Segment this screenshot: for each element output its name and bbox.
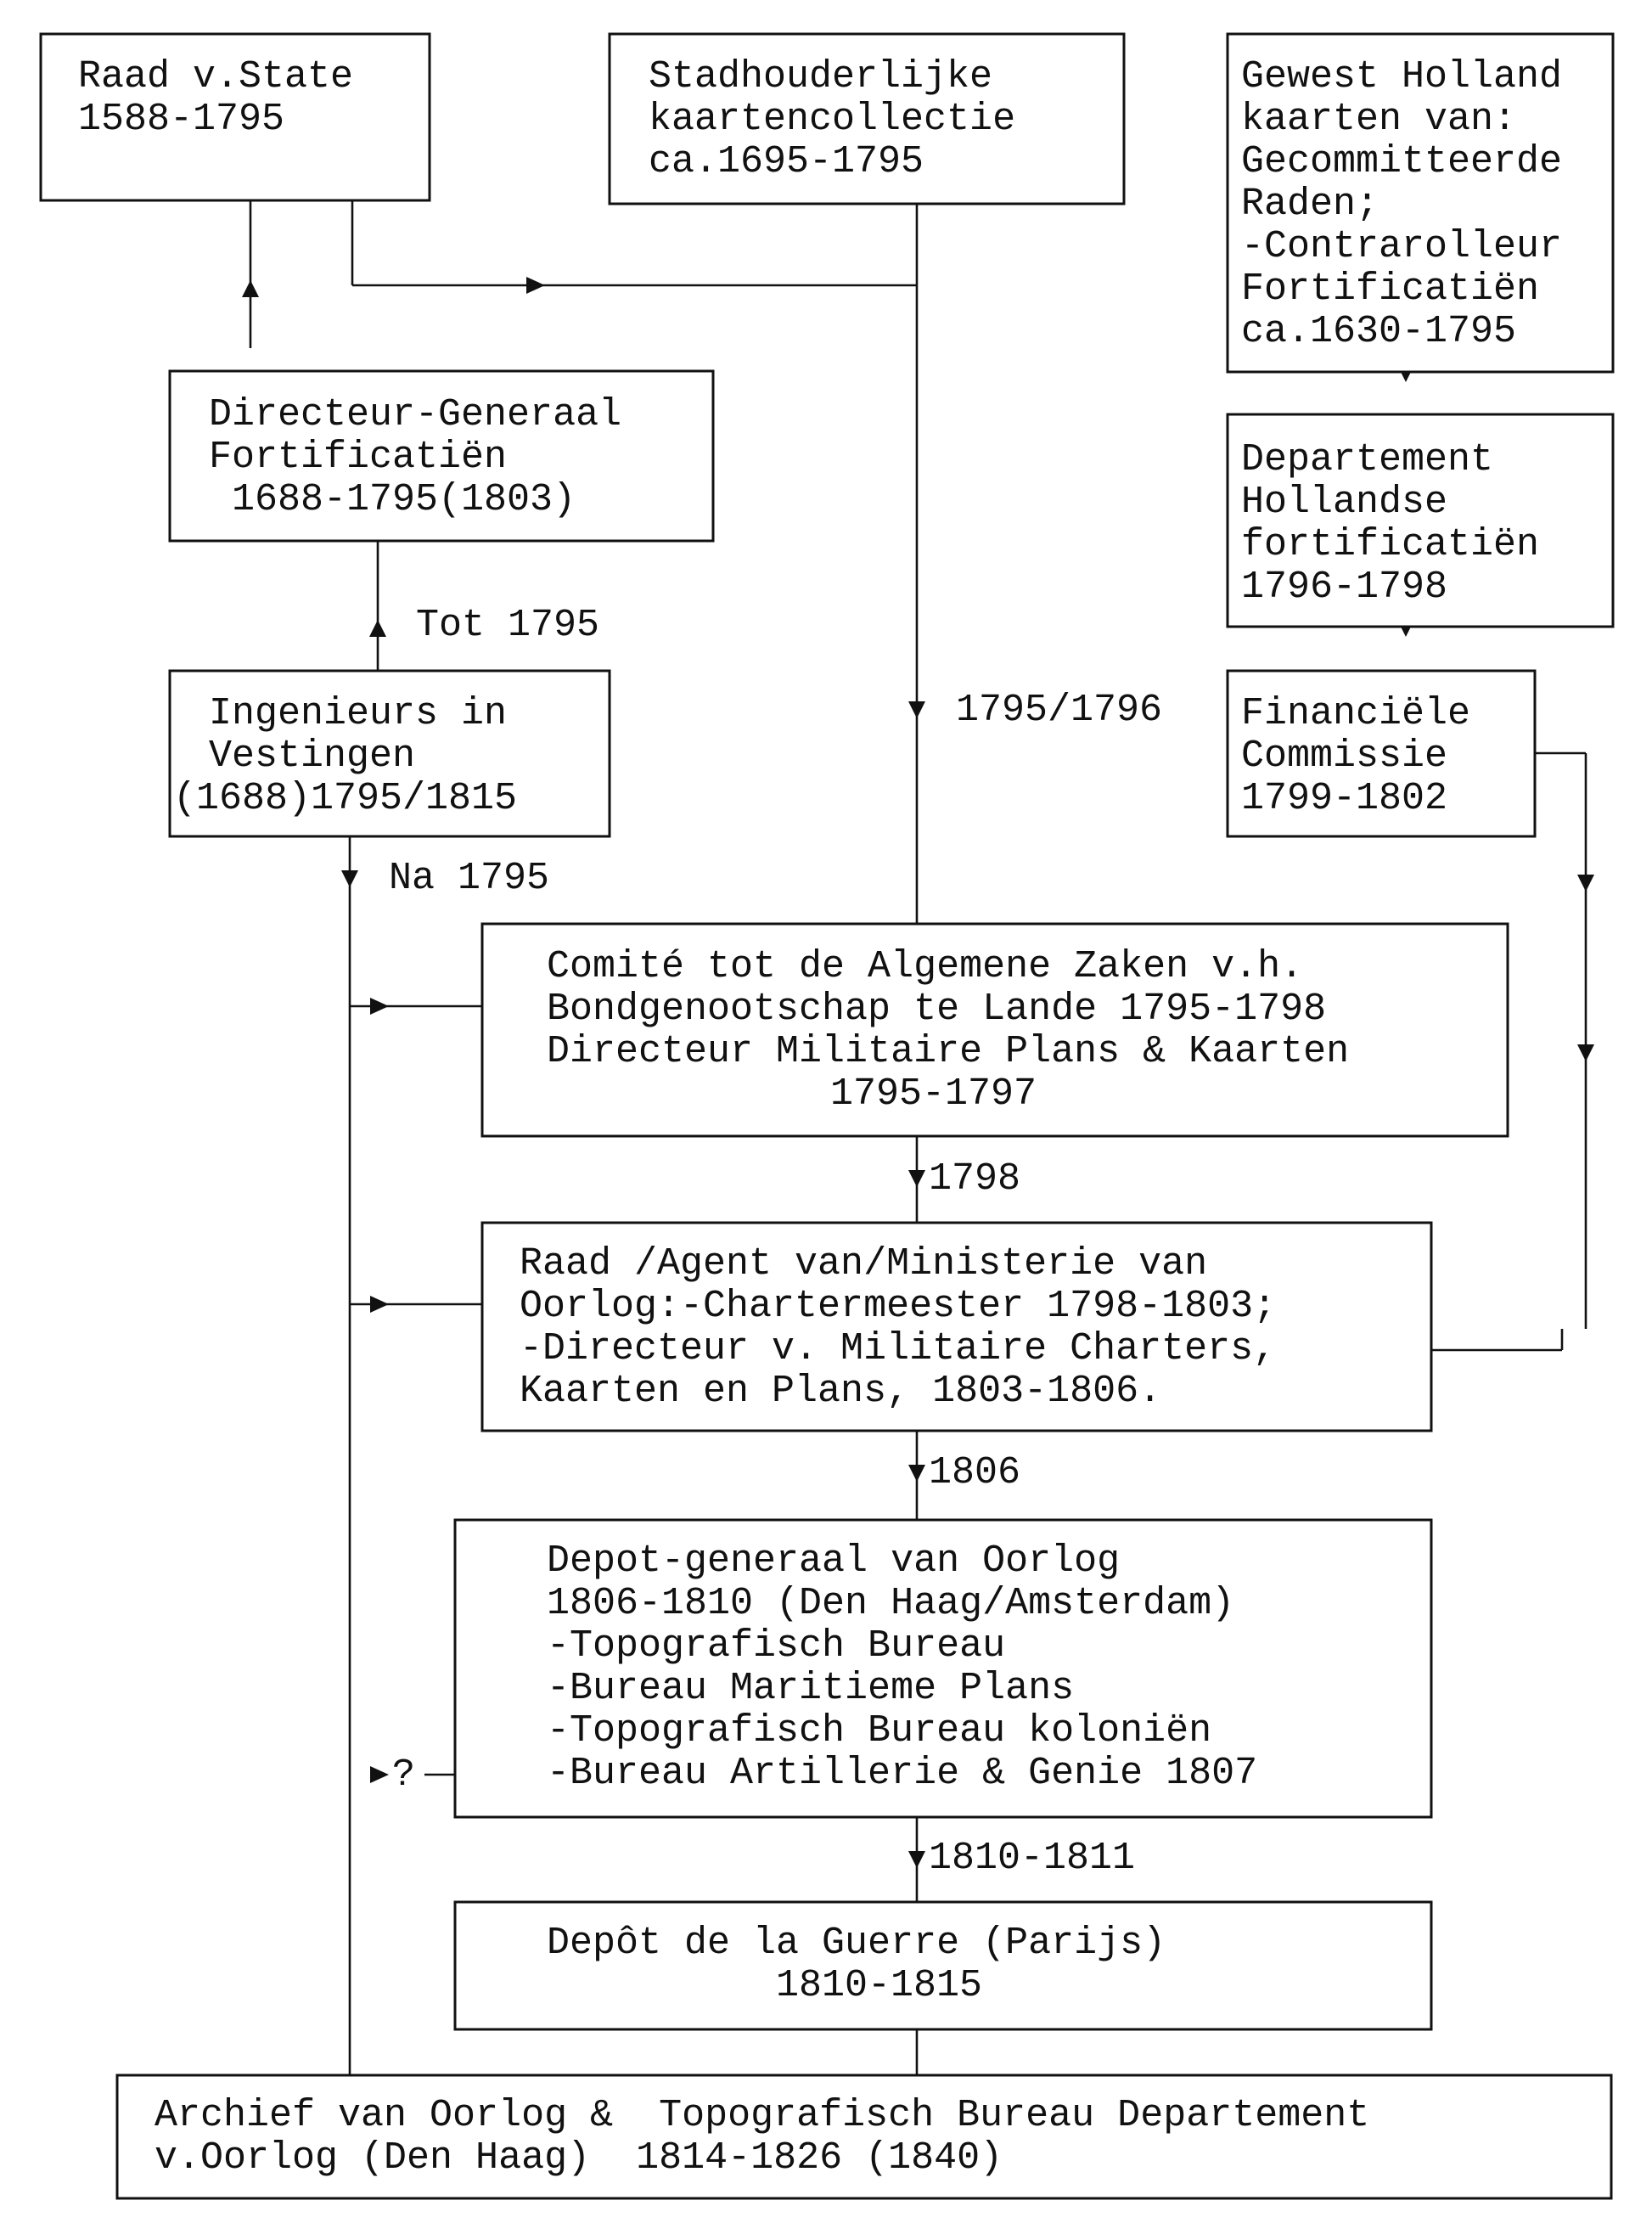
label-1798: 1798 [929,1157,1020,1201]
node-gewest-holland-line-4: Raden; [1241,183,1379,226]
node-archief: Archief van Oorlog & Topografisch Bureau… [155,2094,1369,2180]
node-comite-line-2: Bondgenootschap te Lande 1795-1798 [547,988,1326,1031]
boxes [39,32,1615,2200]
arrow-down-1798 [908,1170,925,1187]
arrow-down-1806 [908,1465,925,1482]
arrow-down-fin-2 [1577,1044,1594,1061]
node-raad-state-line-1: Raad v.State [78,55,353,98]
node-gewest-holland-line-6: Fortificatiën [1241,267,1539,311]
node-stadhouderlijke-line-1: Stadhouderlijke [649,55,992,98]
box-financiele-commissie [1226,669,1537,838]
node-financiele-commissie-line-2: Commissie [1241,734,1447,778]
box-stadhouderlijke [608,32,1126,205]
node-stadhouderlijke-line-3: ca.1695-1795 [649,140,924,183]
node-financiele-commissie-line-3: 1799-1802 [1241,777,1447,820]
node-directeur-generaal-line-3: 1688-1795(1803) [209,478,576,521]
node-ingenieurs-line-2: Vestingen [209,734,415,778]
node-directeur-generaal-line-1: Directeur-Generaal [209,393,621,436]
arrow-right-to-raad-agent [370,1296,389,1313]
node-departement-hollandse-line-3: fortificatiën [1241,523,1539,566]
node-depot-generaal-line-2: 1806-1810 (Den Haag/Amsterdam) [547,1582,1234,1625]
node-departement-hollandse-line-2: Hollandse [1241,481,1447,524]
node-depot-guerre-line-1: Depôt de la Guerre (Parijs) [547,1922,1166,1965]
box-raad-state [39,32,431,202]
node-directeur-generaal-line-2: Fortificatiën [209,436,507,479]
node-raad-agent-line-2: Oorlog:-Chartermeester 1798-1803; [520,1285,1276,1328]
node-gewest-holland-line-2: kaarten van: [1241,98,1516,141]
label-1810-1811: 1810-1811 [929,1837,1135,1880]
arrow-down-1810-1811 [908,1851,925,1868]
arrow-up-to-raad [242,280,259,297]
node-raad-agent-line-4: Kaarten en Plans, 1803-1806. [520,1370,1161,1413]
node-ingenieurs-line-1: Ingenieurs in [209,692,507,735]
label-1795-1796: 1795/1796 [956,689,1162,732]
edge-labels: Tot 1795 1795/1796 Na 1795 1798 1806 ? 1… [389,604,1162,1880]
node-gewest-holland-line-1: Gewest Holland [1241,55,1562,98]
node-raad-agent-line-3: -Directeur v. Militaire Charters, [520,1327,1276,1370]
arrow-right-to-stad [526,277,545,294]
box-archief [115,2074,1613,2200]
arrow-down-na-1795 [341,870,358,887]
node-archief-line-1: Archief van Oorlog & Topografisch Bureau… [155,2094,1369,2137]
box-depot-generaal [453,1518,1433,1819]
arrow-right-to-comite [370,998,389,1015]
node-gewest-holland-line-5: -Contrarolleur [1241,225,1562,268]
connectors [249,200,1587,2075]
node-raad-agent-line-1: Raad /Agent van/Ministerie van [520,1242,1207,1286]
node-depot-guerre-line-2: 1810-1815 [776,1964,982,2007]
box-depot-guerre [453,1900,1433,2031]
node-gewest-holland-line-7: ca.1630-1795 [1241,310,1516,353]
arrow-down-fin-1 [1577,875,1594,892]
box-ingenieurs [168,669,611,838]
node-depot-generaal-line-1: Depot-generaal van Oorlog [547,1539,1120,1583]
node-departement-hollandse-line-1: Departement [1241,438,1493,481]
node-departement-hollandse-line-4: 1796-1798 [1241,566,1447,609]
node-depot-generaal-line-6: -Bureau Artillerie & Genie 1807 [547,1752,1257,1795]
box-raad-agent [480,1221,1433,1432]
node-comite-line-4: 1795-1797 [830,1072,1037,1116]
box-gewest-holland [1226,32,1615,374]
label-tot-1795: Tot 1795 [416,604,599,647]
node-stadhouderlijke-line-2: kaartencollectie [649,98,1015,141]
node-depot-generaal-line-3: -Topografisch Bureau [547,1624,1005,1668]
node-raad-state-line-2: 1588-1795 [78,98,284,141]
node-comite-line-3: Directeur Militaire Plans & Kaarten [547,1030,1349,1073]
arrowheads [242,277,1594,1868]
box-directeur-generaal [168,369,715,543]
arrow-down-1795-1796 [908,701,925,718]
box-comite [480,922,1509,1138]
node-comite-line-1: Comité tot de Algemene Zaken v.h. [547,945,1303,988]
label-1806: 1806 [929,1451,1020,1494]
label-question: ? [392,1753,415,1797]
node-depot-guerre: Depôt de la Guerre (Parijs)1810-1815 [547,1922,1166,2007]
node-ingenieurs-line-3: (1688)1795/1815 [173,777,517,820]
box-departement-hollandse [1226,413,1615,628]
node-depot-generaal-line-4: -Bureau Maritieme Plans [547,1667,1074,1710]
arrow-right-to-depot [370,1766,389,1783]
node-archief-line-2: v.Oorlog (Den Haag) 1814-1826 (1840) [155,2136,1003,2180]
arrow-up-tot-1795 [369,620,386,637]
node-comite: Comité tot de Algemene Zaken v.h.Bondgen… [547,945,1349,1116]
node-financiele-commissie-line-1: Financiële [1241,692,1470,735]
node-gewest-holland-line-3: Gecommitteerde [1241,140,1562,183]
node-depot-generaal-line-5: -Topografisch Bureau koloniën [547,1709,1211,1753]
label-na-1795: Na 1795 [389,857,549,900]
